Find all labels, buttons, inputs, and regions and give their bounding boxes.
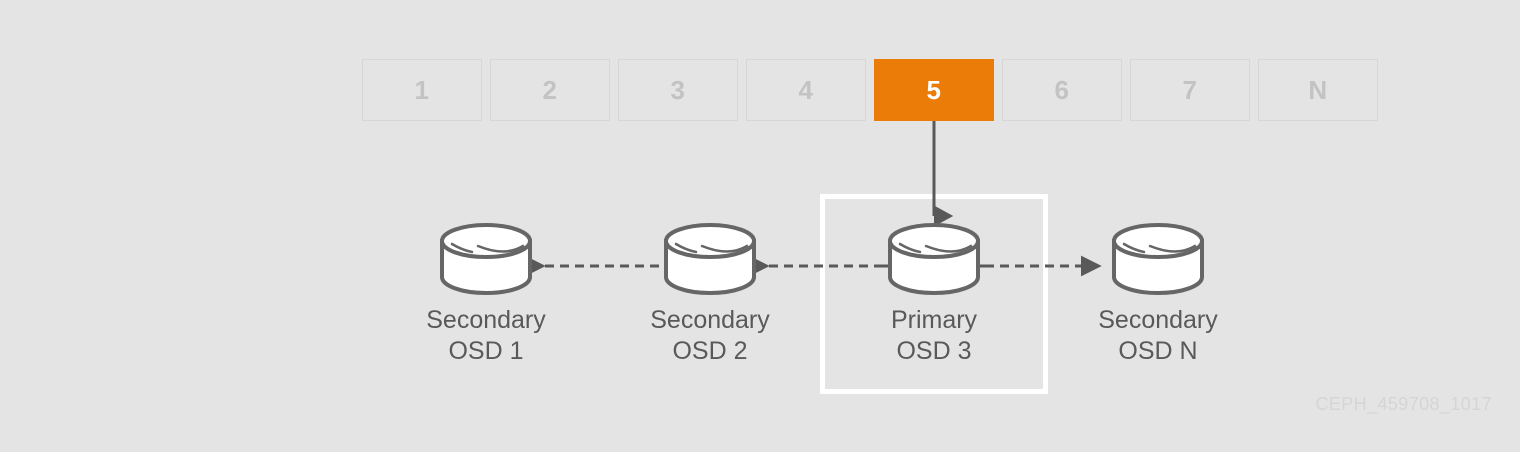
disk-icon-secondary-osd-2 — [664, 223, 756, 295]
sequence-cell-5-active[interactable]: 5 — [874, 59, 994, 121]
node-label-secondary-osd-n: Secondary OSD N — [1098, 306, 1218, 365]
sequence-cell-3[interactable]: 3 — [618, 59, 738, 121]
sequence-cell-2[interactable]: 2 — [490, 59, 610, 121]
node-label-secondary-osd-1: Secondary OSD 1 — [426, 306, 546, 365]
node-label-primary-osd-3: Primary OSD 3 — [890, 306, 978, 365]
disk-icon-primary-osd-3 — [888, 223, 980, 295]
sequence-cell-1[interactable]: 1 — [362, 59, 482, 121]
write-sequence-row: 1 2 3 4 5 6 7 N — [362, 59, 1378, 121]
sequence-cell-4[interactable]: 4 — [746, 59, 866, 121]
watermark-label: CEPH_459708_1017 — [1315, 394, 1492, 414]
sequence-cell-6[interactable]: 6 — [1002, 59, 1122, 121]
sequence-cell-7[interactable]: 7 — [1130, 59, 1250, 121]
sequence-cell-n[interactable]: N — [1258, 59, 1378, 121]
disk-icon-secondary-osd-n — [1112, 223, 1204, 295]
disk-icon-secondary-osd-1 — [440, 223, 532, 295]
node-label-secondary-osd-2: Secondary OSD 2 — [650, 306, 770, 365]
